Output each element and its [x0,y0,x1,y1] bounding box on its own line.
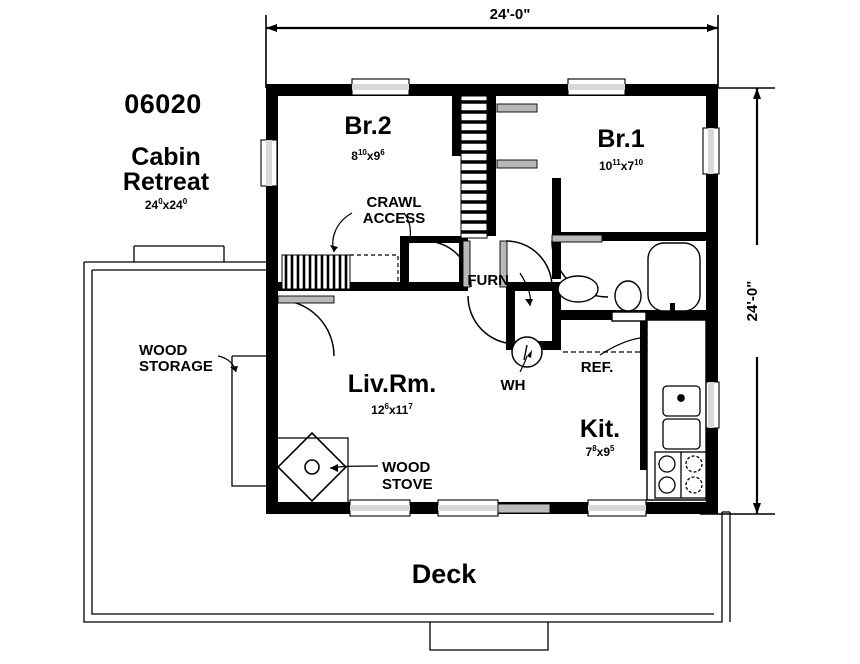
door-leaves [277,234,603,304]
room-label-kit: Kit. 78x95 [580,415,620,459]
refrigerator-label: REF. [581,359,614,376]
furnace-label: FURN [467,272,509,289]
annotation-crawl-access: CRAWL ACCESS [363,194,426,227]
toilet-tank-icon [611,311,647,322]
wood-stove-hearth [278,437,349,502]
crawl-access-label-line2: ACCESS [363,210,426,227]
plan-size: 240x240 [145,197,188,212]
water-heater-icon [511,336,543,368]
wood-stove-label-line2: STOVE [382,476,433,493]
annotation-wood-stove: WOOD STOVE [382,459,433,493]
bathtub-drain [670,303,675,313]
plan-name-line2: Retreat [123,168,210,196]
windows [260,78,720,517]
window-bottom-1 [349,499,411,517]
livrm-name: Liv.Rm. [348,370,436,398]
water-heater-mark [523,344,528,361]
deck-label: Deck [412,559,478,589]
window-left-upper [260,139,278,187]
sink-drain-icon [677,394,685,402]
br1-name: Br.1 [597,125,644,153]
wood-storage-label-line1: WOOD [139,342,187,359]
kit-dimension: 78x95 [586,444,616,459]
stairs [460,95,488,239]
kitchen-sink [662,385,701,450]
bathroom-fixtures [557,242,701,322]
room-label-br2: Br.2 810x96 [344,112,391,163]
window-top-right [567,78,626,96]
window-bottom-2 [437,499,499,517]
crawl-access-label-line1: CRAWL [367,194,422,211]
livrm-dimension: 126x117 [371,402,413,417]
bathtub-icon [647,242,701,312]
dimension-top: 24'-0" [265,2,719,88]
br2-dimension: 810x96 [351,148,385,163]
room-label-br1: Br.1 1011x710 [597,125,644,173]
window-right-upper [702,127,720,175]
plan-name-line1: Cabin [131,143,200,171]
bathroom-sink-icon [557,275,599,303]
deck-ledge-top [133,245,225,262]
toilet-icon [614,280,642,312]
window-bottom-3 [497,503,551,514]
deck-outline [83,261,731,623]
closet-doors [496,103,538,169]
br2-name: Br.2 [344,112,391,140]
wood-storage-box [231,355,266,487]
crawl-access-hatch [281,254,351,290]
wood-stove-icon [276,431,348,503]
room-label-livrm: Liv.Rm. 126x117 [348,370,436,417]
deck-step [429,622,549,651]
window-top-left [351,78,410,96]
annotation-wood-storage: WOOD STORAGE [139,342,213,375]
window-bottom-4 [587,499,647,517]
leader-arrowheads [230,245,533,472]
dimension-top-label: 24'-0" [490,6,531,23]
br1-dimension: 1011x710 [599,158,644,173]
kitchen-range [654,451,707,499]
title-block: 06020 Cabin Retreat 240x240 [123,89,210,212]
crawl-access-dashed-area [350,254,399,290]
wood-stove-label-line1: WOOD [382,459,430,476]
wood-storage-label-line2: STORAGE [139,358,213,375]
dimension-right-label: 24'-0" [744,281,761,322]
water-heater-label: WH [501,377,526,394]
kit-name: Kit. [580,415,620,443]
plan-number: 06020 [124,89,202,119]
